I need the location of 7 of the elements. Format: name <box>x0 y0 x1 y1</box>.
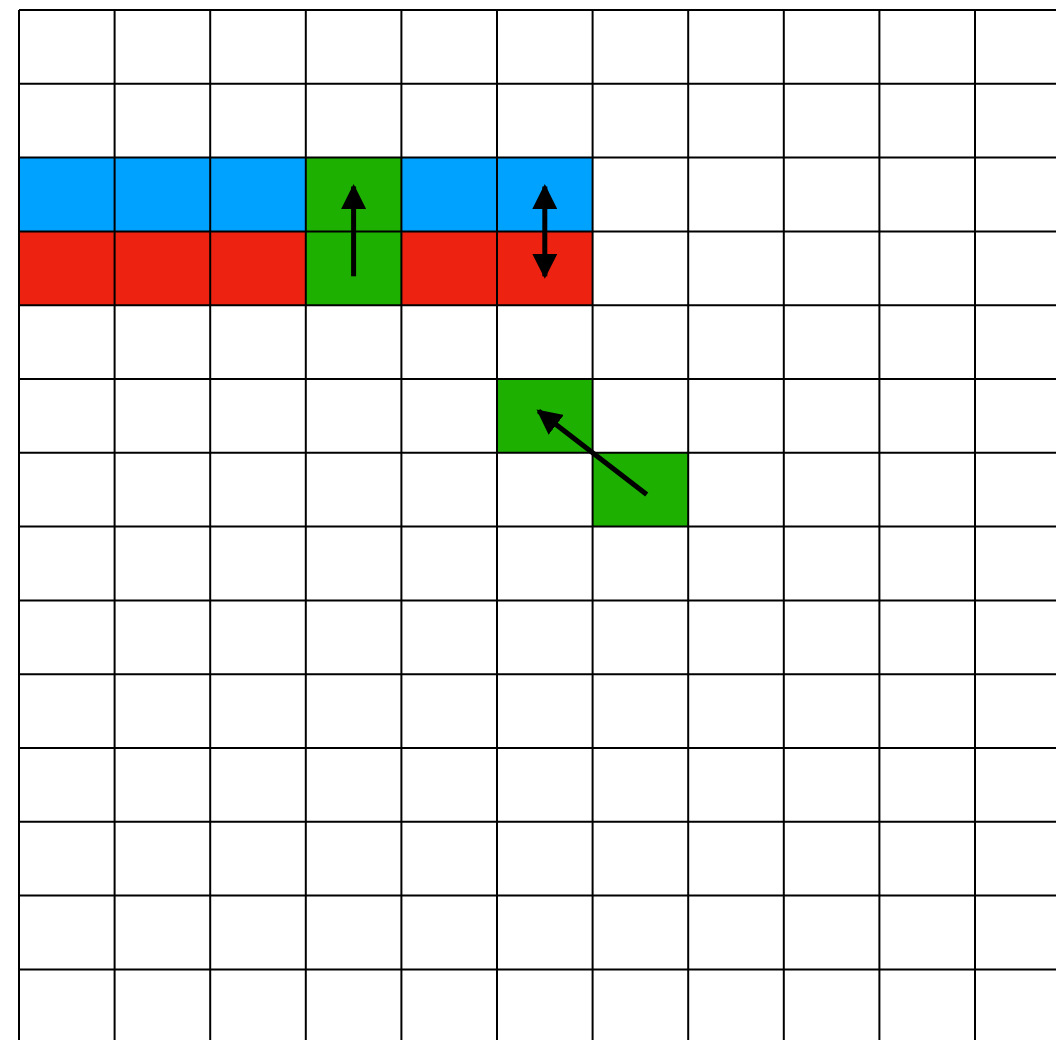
arrow <box>536 409 649 497</box>
filled-cell <box>497 157 593 232</box>
filled-cell <box>305 231 402 306</box>
filled-cell <box>497 231 593 306</box>
filled-cell <box>592 452 689 527</box>
double-arrow <box>532 184 558 279</box>
arrow <box>341 184 367 277</box>
